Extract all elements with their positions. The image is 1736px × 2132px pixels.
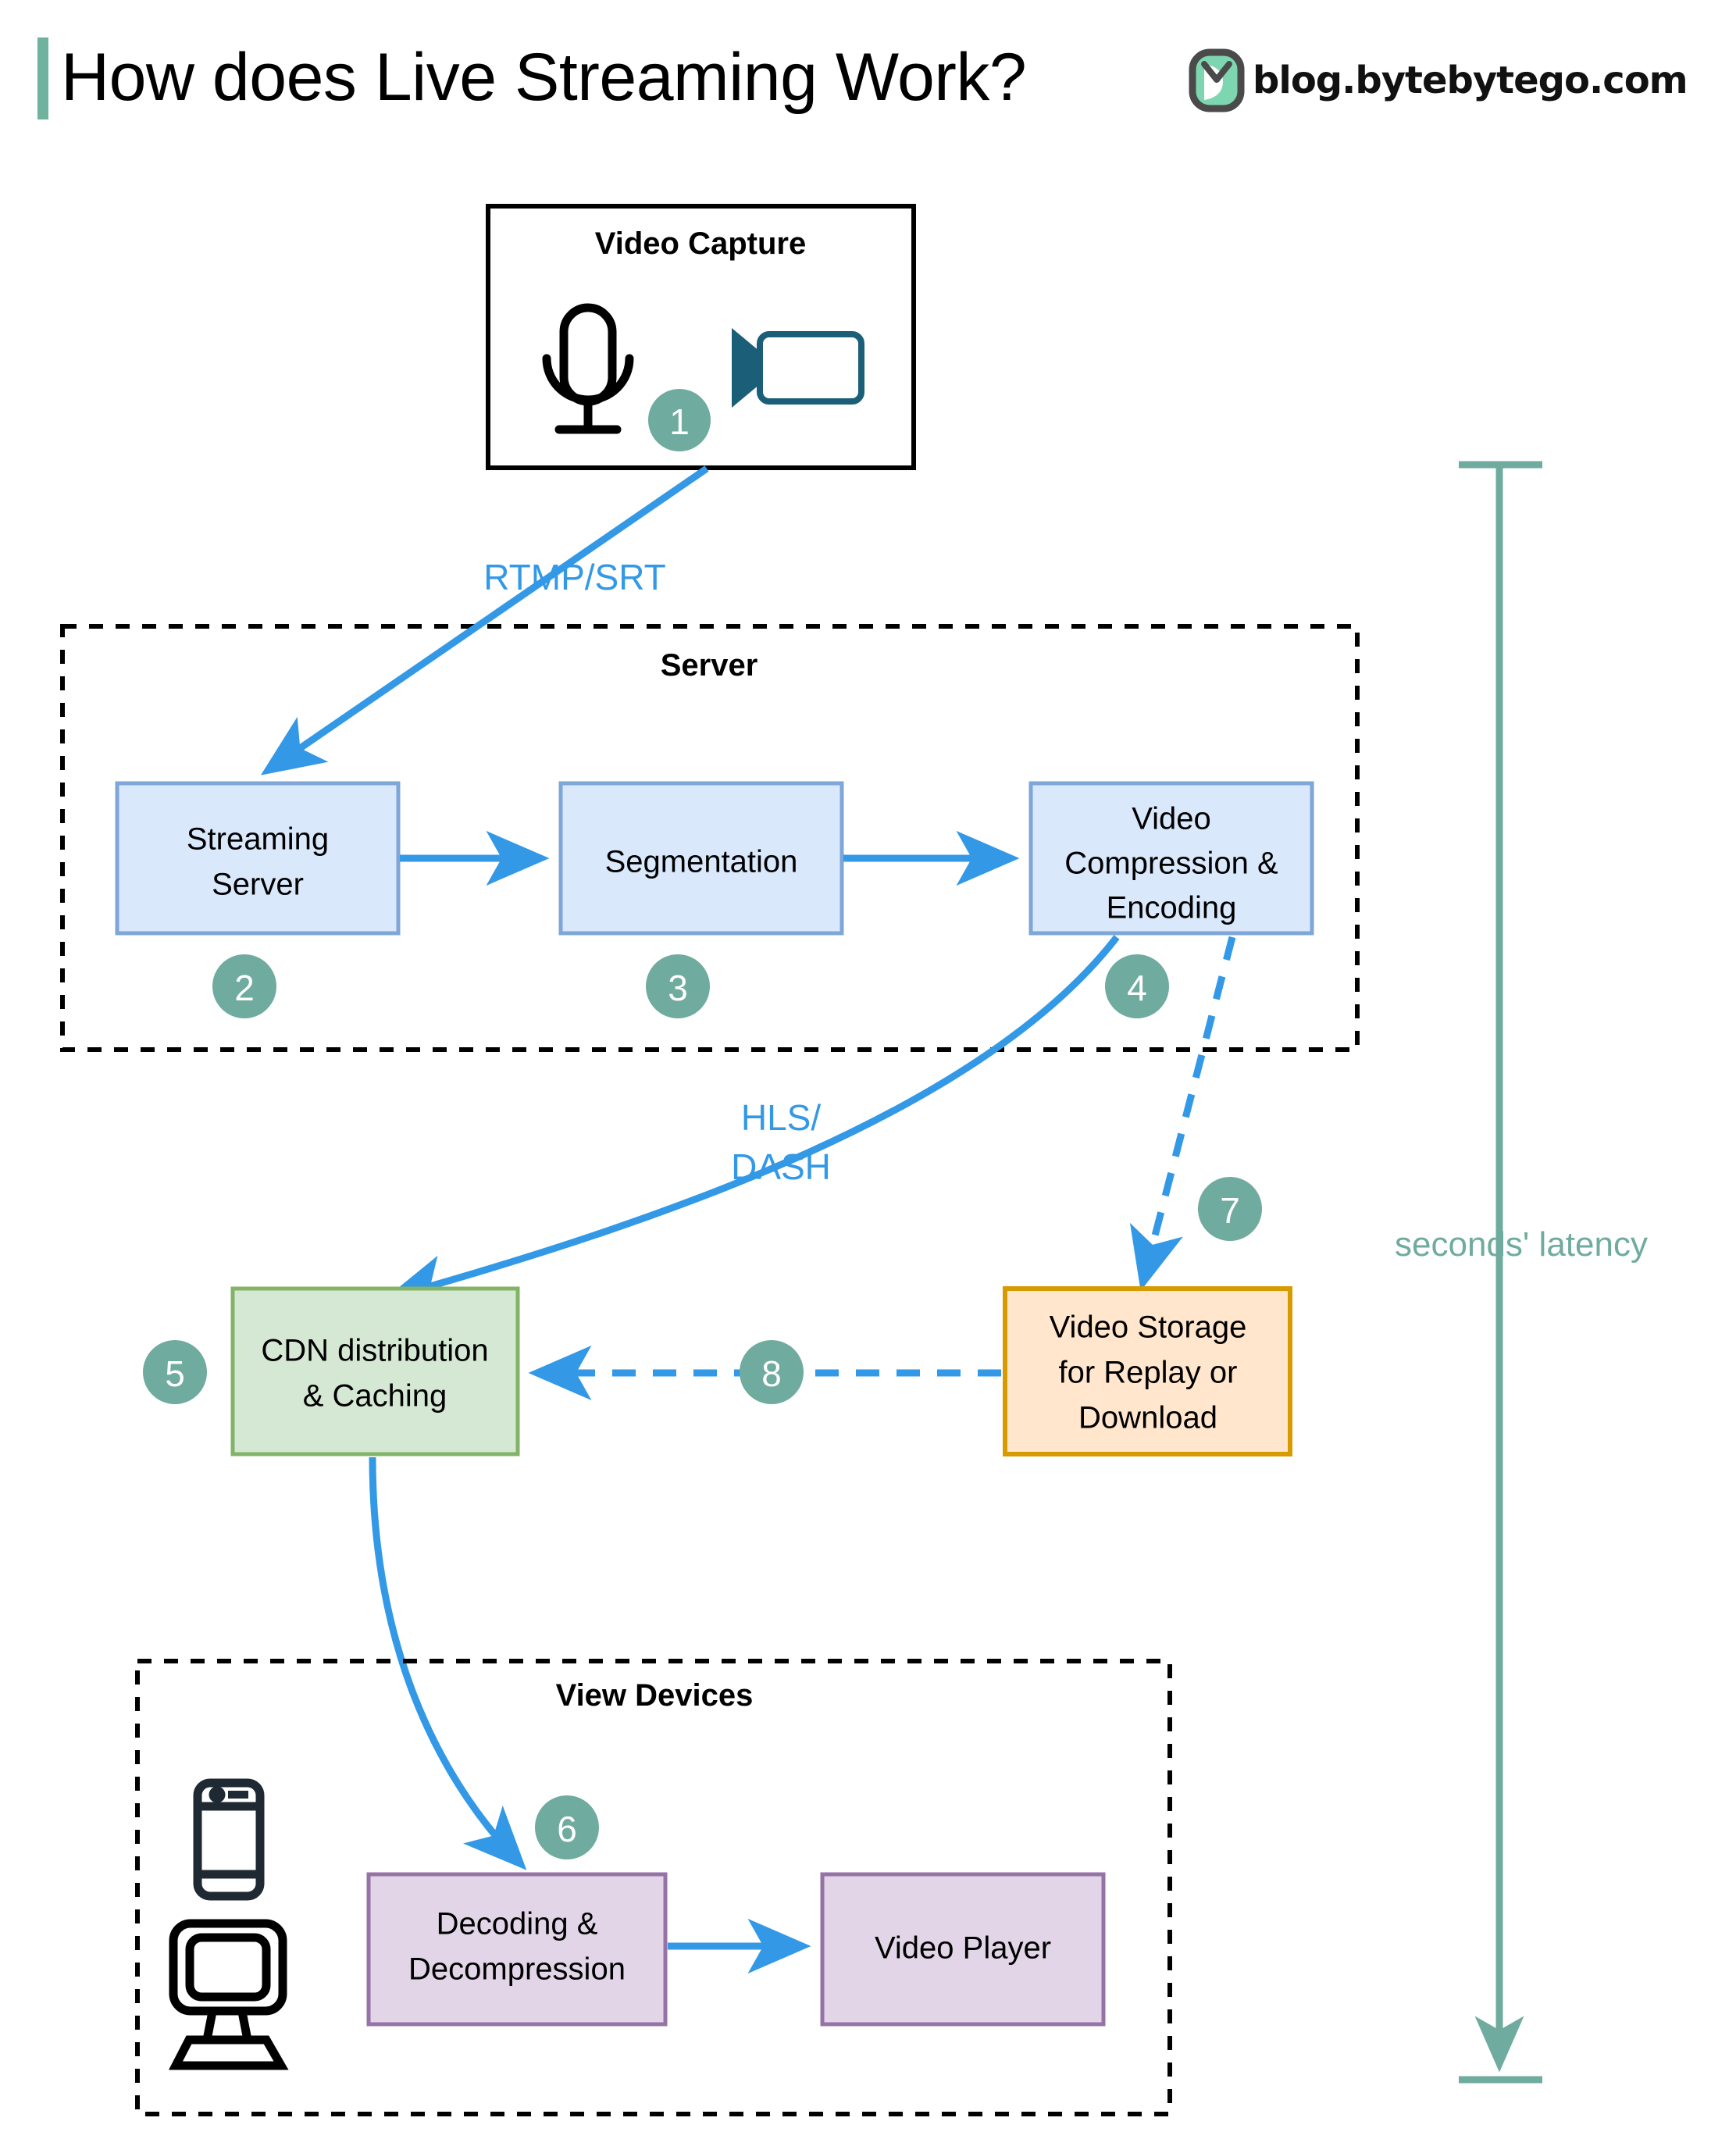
node-video-player[interactable]: Video Player bbox=[820, 1872, 1106, 2027]
node-video-storage-label-1: Video Storage bbox=[1050, 1310, 1247, 1345]
node-segmentation-box[interactable] bbox=[558, 781, 844, 936]
server-title: Server bbox=[661, 648, 758, 683]
node-video-storage-label-2: for Replay or bbox=[1059, 1356, 1238, 1390]
step-badge-4: 4 bbox=[1105, 954, 1169, 1018]
edge-cdn-to-decoding bbox=[369, 1456, 527, 1870]
node-decoding-label-1: Decoding & bbox=[437, 1907, 598, 1941]
page-title: How does Live Streaming Work? bbox=[61, 40, 1027, 115]
node-cdn-label-2: & Caching bbox=[303, 1379, 447, 1414]
node-video-player-label: Video Player bbox=[875, 1931, 1051, 1966]
step-badge-2: 2 bbox=[212, 954, 276, 1018]
step-badge-6-number: 6 bbox=[557, 1809, 577, 1849]
step-badge-5-number: 5 bbox=[165, 1353, 185, 1394]
node-segmentation-label: Segmentation bbox=[605, 845, 798, 879]
edge-label-rtmp-srt: RTMP/SRT bbox=[483, 557, 665, 597]
group-video-capture: Video Capture 1 bbox=[486, 204, 916, 470]
view-devices-title: View Devices bbox=[556, 1678, 754, 1713]
brand-badge: blog.bytebytego.com bbox=[1189, 48, 1688, 112]
microphone-icon bbox=[542, 303, 634, 434]
edge-capture-to-streaming-server bbox=[260, 465, 709, 775]
step-badge-6: 6 bbox=[535, 1795, 599, 1859]
step-badge-1: 1 bbox=[648, 389, 711, 451]
node-decoding[interactable]: Decoding & Decompression bbox=[366, 1872, 668, 2027]
latency-bracket: seconds' latency bbox=[1395, 461, 1648, 2084]
node-streaming-server[interactable]: Streaming Server bbox=[115, 781, 401, 936]
edge-label-hls-line1: HLS/ bbox=[741, 1097, 821, 1138]
view-devices-frame bbox=[135, 1659, 1172, 2116]
group-server: Server Streaming Server 2 Segmentation 3… bbox=[60, 624, 1360, 1052]
node-cdn-distribution[interactable]: CDN distribution & Caching bbox=[230, 1286, 520, 1456]
node-video-compression-label-1: Video bbox=[1132, 802, 1211, 836]
step-badge-4-number: 4 bbox=[1127, 968, 1147, 1008]
group-view-devices: View Devices Decoding & Decompression 6 bbox=[135, 1659, 1172, 2116]
node-streaming-server-label-2: Server bbox=[212, 868, 304, 902]
node-video-storage-label-3: Download bbox=[1078, 1401, 1217, 1435]
brand-url-text: blog.bytebytego.com bbox=[1253, 59, 1688, 102]
node-video-storage[interactable]: Video Storage for Replay or Download bbox=[1003, 1286, 1292, 1456]
node-video-compression[interactable]: Video Compression & Encoding bbox=[1028, 781, 1314, 936]
mobile-phone-icon bbox=[193, 1778, 265, 1901]
step-badge-2-number: 2 bbox=[234, 968, 255, 1008]
latency-label: seconds' latency bbox=[1395, 1225, 1648, 1264]
edge-compression-to-cdn bbox=[384, 935, 1120, 1309]
node-video-compression-label-3: Encoding bbox=[1107, 891, 1237, 925]
node-video-player-box[interactable] bbox=[820, 1872, 1106, 2027]
server-frame bbox=[60, 624, 1360, 1052]
node-streaming-server-label-1: Streaming bbox=[187, 822, 329, 857]
step-badge-8-number: 8 bbox=[761, 1353, 782, 1394]
node-decoding-box[interactable] bbox=[366, 1872, 668, 2027]
edge-compression-to-storage bbox=[1129, 936, 1236, 1292]
node-video-compression-box[interactable] bbox=[1028, 781, 1314, 936]
page-header: How does Live Streaming Work? blog.byteb… bbox=[0, 0, 1736, 156]
title-accent-bar bbox=[37, 37, 48, 119]
step-badge-1-number: 1 bbox=[669, 401, 690, 442]
edge-label-dash-line2: DASH bbox=[731, 1146, 831, 1187]
step-badge-3-number: 3 bbox=[668, 968, 688, 1008]
step-badge-8: 8 bbox=[740, 1340, 804, 1404]
desktop-monitor-icon bbox=[168, 1919, 289, 2070]
node-streaming-server-box[interactable] bbox=[115, 781, 401, 936]
node-video-compression-label-2: Compression & bbox=[1064, 847, 1278, 881]
step-badge-5: 5 bbox=[143, 1340, 207, 1404]
video-camera-icon bbox=[732, 328, 864, 408]
node-segmentation[interactable]: Segmentation bbox=[558, 781, 844, 936]
node-decoding-label-2: Decompression bbox=[408, 1952, 626, 1987]
step-badge-7: 7 bbox=[1198, 1177, 1262, 1241]
step-badge-3: 3 bbox=[646, 954, 710, 1018]
video-capture-title: Video Capture bbox=[595, 226, 806, 261]
bytebytego-logo bbox=[1189, 48, 1245, 112]
node-cdn-label-1: CDN distribution bbox=[261, 1334, 488, 1368]
step-badge-7-number: 7 bbox=[1220, 1190, 1240, 1231]
node-video-storage-box[interactable] bbox=[1003, 1286, 1292, 1456]
node-cdn-distribution-box[interactable] bbox=[230, 1286, 520, 1456]
